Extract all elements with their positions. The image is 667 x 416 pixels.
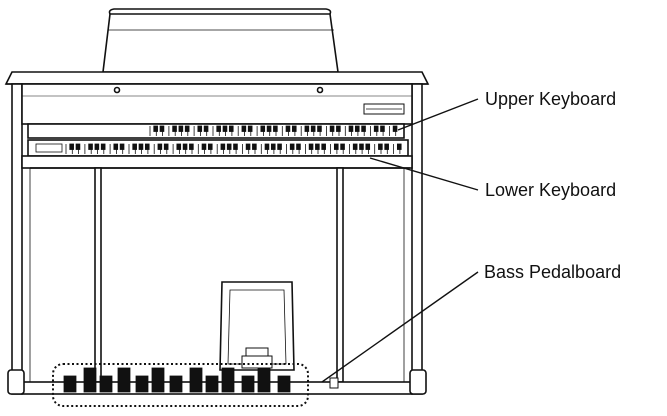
upper-keyboard-label: Upper Keyboard xyxy=(485,89,617,109)
black-key xyxy=(308,143,314,150)
black-key xyxy=(184,125,190,132)
black-key xyxy=(260,125,266,132)
black-key xyxy=(247,125,253,132)
expression-pedal xyxy=(219,281,295,371)
black-key xyxy=(354,125,360,132)
black-key xyxy=(310,125,316,132)
black-key xyxy=(94,143,100,150)
black-key xyxy=(233,143,238,150)
lower-keyboard-label: Lower Keyboard xyxy=(485,180,617,200)
black-key xyxy=(88,143,93,150)
black-key xyxy=(304,125,310,132)
black-key xyxy=(329,125,335,132)
black-key xyxy=(100,143,106,150)
black-key xyxy=(113,143,119,150)
black-key xyxy=(352,143,358,150)
leader-lines xyxy=(321,98,479,383)
black-key xyxy=(201,143,207,150)
black-key xyxy=(264,143,270,150)
leader-upper-keyboard xyxy=(397,98,479,131)
pedal-key xyxy=(205,375,219,393)
upper-keyboard xyxy=(27,123,405,139)
black-key xyxy=(132,143,137,150)
cabinet-lid xyxy=(4,71,430,85)
black-key xyxy=(315,143,320,150)
black-key xyxy=(226,143,232,150)
black-key xyxy=(273,125,278,132)
pedal-key xyxy=(277,375,291,393)
bass-pedalboard-label: Bass Pedalboard xyxy=(484,262,622,282)
black-key xyxy=(69,143,74,150)
pedal-key xyxy=(63,375,77,393)
black-key xyxy=(189,143,194,150)
key-slip xyxy=(21,155,413,169)
black-key xyxy=(321,143,326,150)
pedal-key xyxy=(83,367,97,393)
black-key xyxy=(361,125,366,132)
pedal-key xyxy=(99,375,113,393)
pedal-key xyxy=(189,367,203,393)
pedal-key xyxy=(169,375,183,393)
black-key xyxy=(317,125,322,132)
black-key xyxy=(396,143,402,150)
black-key xyxy=(340,143,345,150)
black-key xyxy=(144,143,150,150)
black-key xyxy=(252,143,257,150)
black-key xyxy=(119,143,125,150)
black-key xyxy=(378,143,383,150)
black-key xyxy=(348,125,354,132)
pedal-key xyxy=(221,367,235,393)
black-key xyxy=(216,125,221,132)
pedal-key xyxy=(241,375,255,393)
black-key xyxy=(359,143,364,150)
black-key xyxy=(207,143,213,150)
black-key xyxy=(285,125,291,132)
black-key xyxy=(333,143,339,150)
black-key xyxy=(203,125,209,132)
black-key xyxy=(182,143,188,150)
lower-keyboard xyxy=(27,139,409,157)
black-key xyxy=(178,125,184,132)
black-key xyxy=(289,143,295,150)
black-key xyxy=(176,143,182,150)
bass-pedalboard xyxy=(63,367,291,393)
black-key xyxy=(336,125,341,132)
black-key xyxy=(138,143,144,150)
black-key xyxy=(277,143,282,150)
black-key xyxy=(373,125,379,132)
black-key xyxy=(296,143,301,150)
pedal-key xyxy=(117,367,131,393)
black-key xyxy=(291,125,297,132)
pedal-key xyxy=(135,375,149,393)
black-key xyxy=(241,125,247,132)
black-key xyxy=(380,125,385,132)
black-key xyxy=(384,143,389,150)
black-key xyxy=(159,125,165,132)
black-key xyxy=(163,143,169,150)
leader-bass-pedalboard xyxy=(321,271,479,383)
black-key xyxy=(266,125,272,132)
black-key xyxy=(228,125,234,132)
black-key xyxy=(153,125,158,132)
black-key xyxy=(222,125,228,132)
pedalboard-outline xyxy=(52,363,309,407)
black-key xyxy=(245,143,251,150)
black-key xyxy=(75,143,81,150)
music-rest xyxy=(102,8,339,73)
black-key xyxy=(365,143,371,150)
black-key xyxy=(157,143,163,150)
pedal-key xyxy=(257,367,271,393)
upper-cabinet-front xyxy=(21,83,413,125)
pedal-key xyxy=(151,367,165,393)
cabinet-legs xyxy=(29,167,405,383)
black-key xyxy=(220,143,226,150)
leader-lower-keyboard xyxy=(369,157,479,191)
cabinet-feet xyxy=(7,369,427,395)
black-key xyxy=(172,125,177,132)
black-key xyxy=(392,125,398,132)
black-key xyxy=(197,125,203,132)
black-key xyxy=(270,143,276,150)
